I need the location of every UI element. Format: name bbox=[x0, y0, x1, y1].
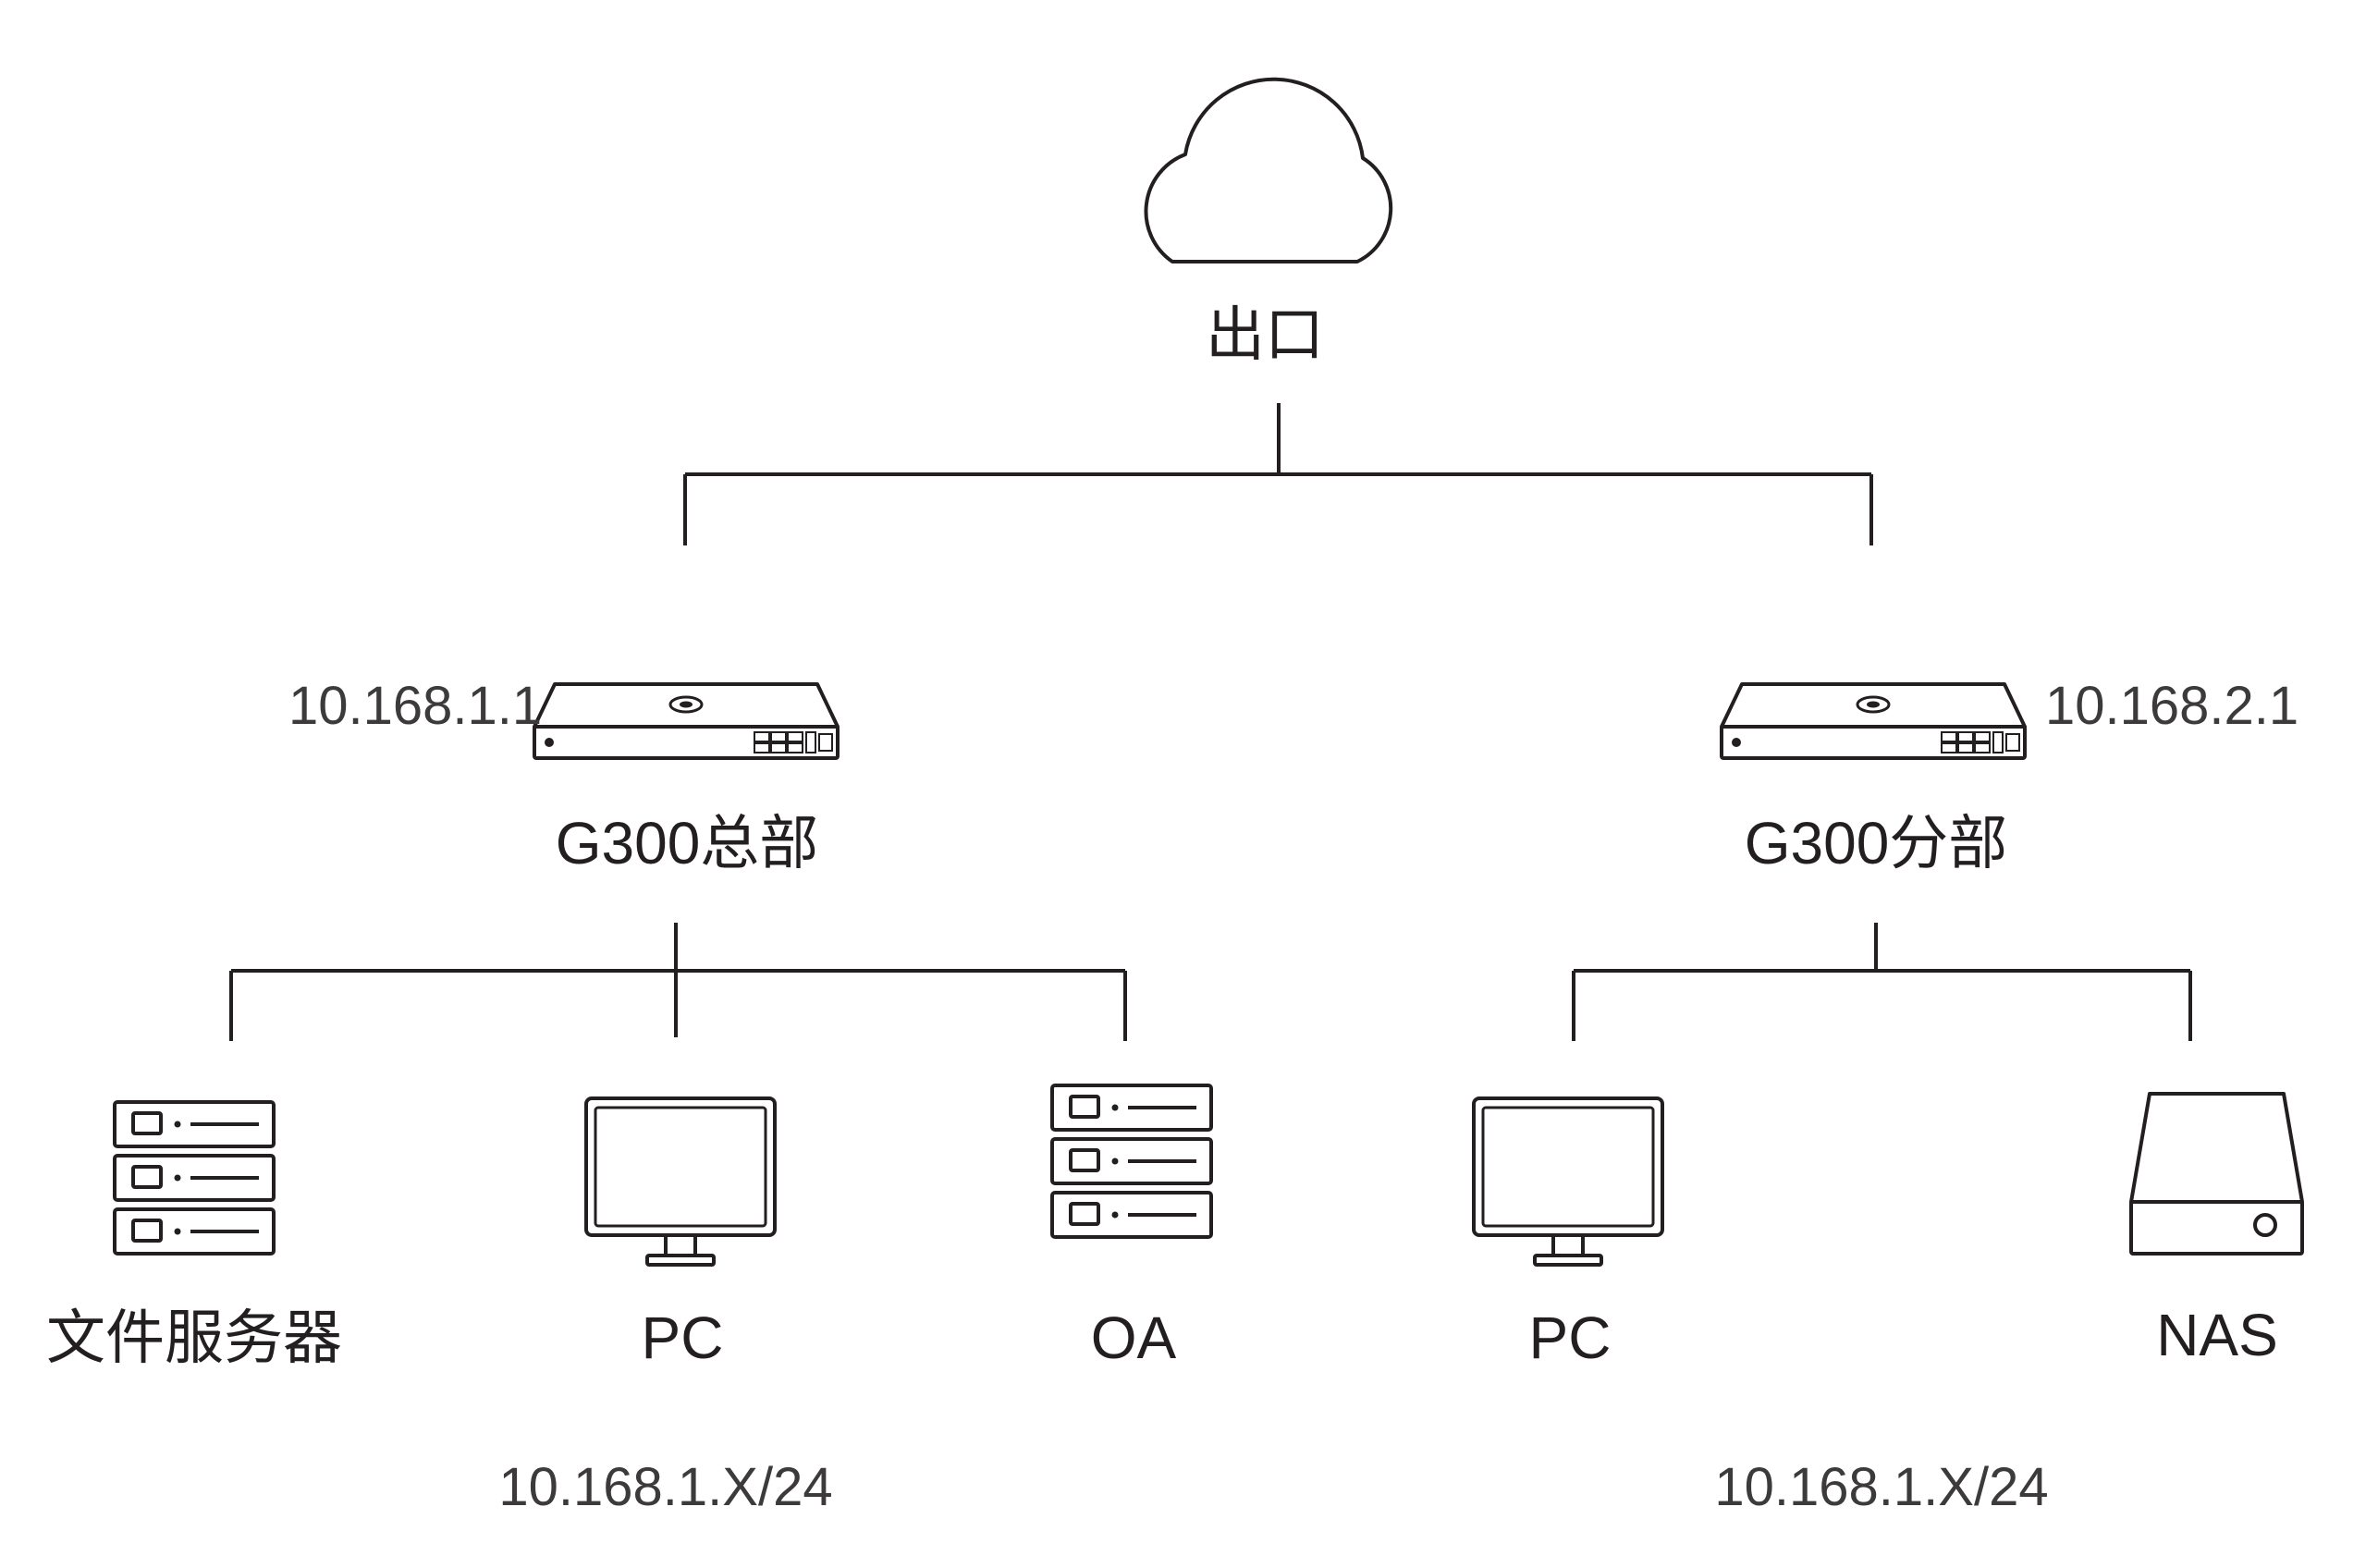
branch-subnet-label: 10.168.1.X/24 bbox=[1714, 1457, 2049, 1517]
branch-router-ip: 10.168.2.1 bbox=[2045, 676, 2299, 736]
cloud-icon bbox=[1144, 77, 1393, 263]
branch-pc-monitor-icon bbox=[1472, 1096, 1664, 1267]
cloud-label: 出口 bbox=[1206, 301, 1324, 368]
file-server-label: 文件服务器 bbox=[46, 1305, 342, 1371]
hq-router-name: G300总部 bbox=[555, 810, 819, 876]
file-server-icon bbox=[115, 1102, 274, 1254]
oa-server-icon bbox=[1052, 1085, 1211, 1237]
hq-pc-monitor-icon bbox=[584, 1096, 777, 1267]
hq-router-ip: 10.168.1.1 bbox=[288, 676, 543, 736]
nas-drive-icon bbox=[2129, 1092, 2304, 1256]
branch-router-icon bbox=[1720, 682, 2027, 760]
connector-lines bbox=[229, 403, 2192, 1041]
hq-subnet-label: 10.168.1.X/24 bbox=[498, 1457, 833, 1517]
hq-pc-label: PC bbox=[641, 1305, 724, 1371]
hq-router-icon bbox=[533, 682, 840, 760]
branch-pc-label: PC bbox=[1528, 1305, 1612, 1371]
nas-label: NAS bbox=[2156, 1302, 2278, 1368]
oa-label: OA bbox=[1090, 1305, 1177, 1371]
branch-router-name: G300分部 bbox=[1744, 810, 2008, 876]
